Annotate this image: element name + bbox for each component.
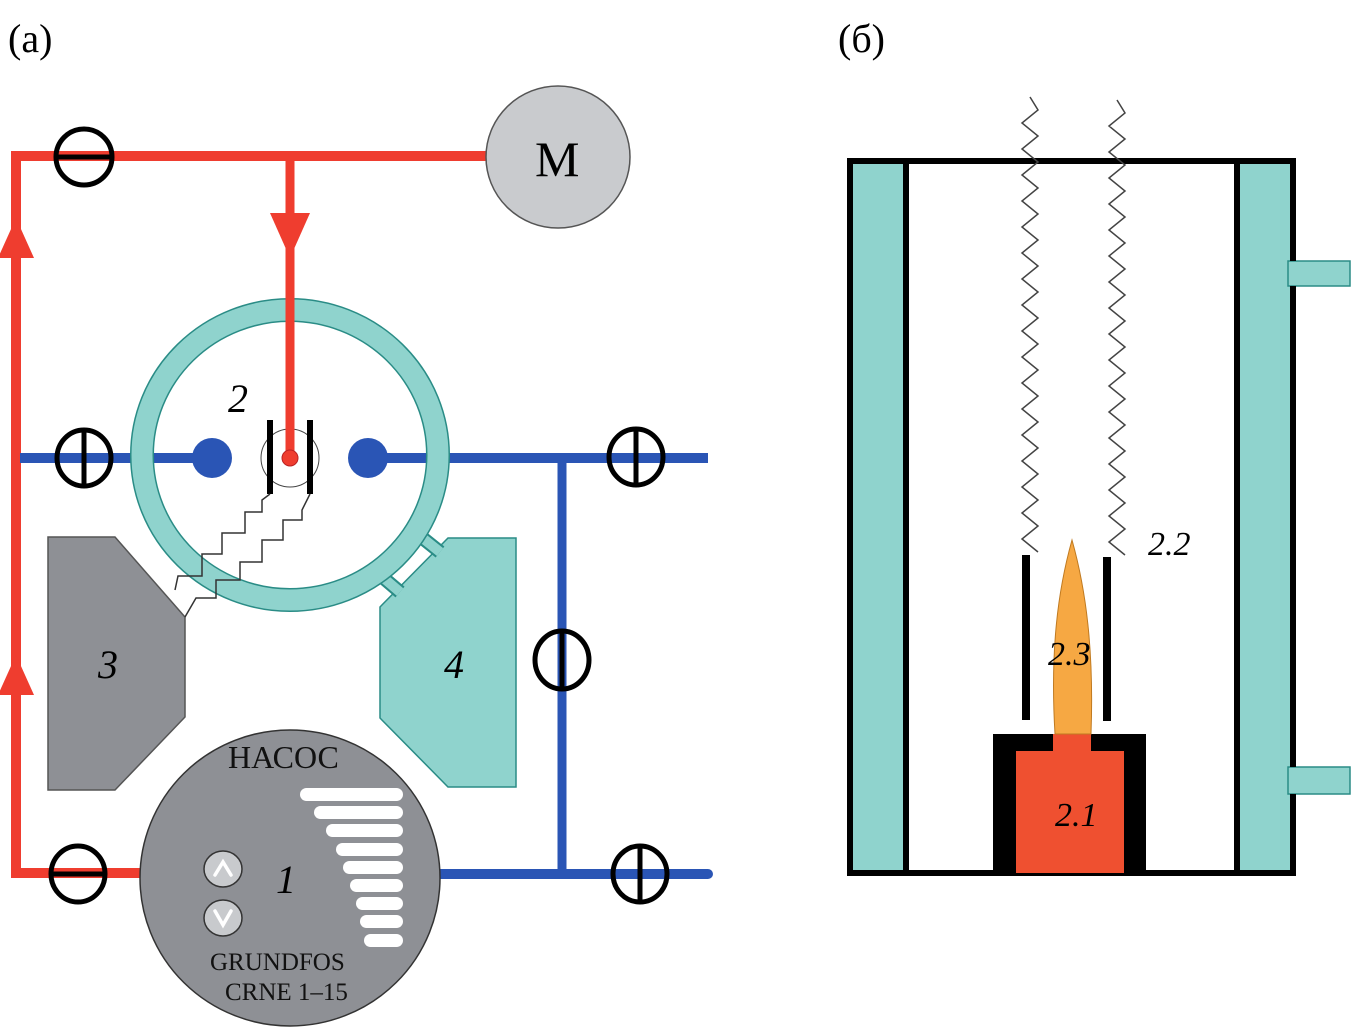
block-4-label: 4 [444,642,464,687]
heating-coil-right [1107,99,1127,556]
heater-label: 2 [228,376,248,421]
motor [485,85,631,229]
scale-bar [336,843,403,856]
heating-coil-left [1020,96,1040,553]
panel-b-label: (б) [838,16,885,61]
valve-closed [48,843,108,905]
pump-1: НАСОС 1 GRUNDFOS CRNE 1–15 [139,729,441,1027]
wall-right [1237,161,1293,873]
scale-bar [360,915,403,928]
scale-bar [350,879,403,892]
valve-open [54,427,114,489]
flame [1053,538,1093,735]
pump-scale [300,788,403,947]
scale-bar [356,897,403,910]
label-2-2: 2.2 [1148,526,1191,563]
pump-up-button[interactable] [203,850,243,888]
wire-left [174,493,271,591]
wall-left [850,161,906,873]
label-2-3: 2.3 [1048,636,1091,673]
valve-open [532,628,592,692]
heater-2: 2 [130,156,450,618]
chevron-down-icon [213,909,233,929]
valve-open [610,843,670,905]
scale-bar [314,806,403,819]
inlet-pipe [1287,766,1351,795]
outlet-pipe [1287,260,1351,287]
arrow-up-icon [0,218,34,258]
panel-a-label: (a) [8,16,52,61]
valve-open [606,426,666,488]
pump-model: CRNE 1–15 [225,979,348,1006]
block-3 [47,536,186,791]
pump-body [139,729,441,1027]
pump-brand: GRUNDFOS [210,949,345,976]
pump-down-button[interactable] [203,899,243,937]
scale-bar [326,824,403,837]
furnace: 2.3 2.1 2.2 [847,96,1351,876]
arrow-up-icon [0,655,34,695]
hot-port [281,449,299,467]
tube-wall-left [1022,555,1030,720]
cold-port-right [348,438,388,478]
scale-bar [300,788,403,801]
scale-bar [343,861,403,874]
cold-port-left [192,438,232,478]
pump-number: 1 [276,857,296,902]
crucible [1016,751,1124,873]
label-2-1: 2.1 [1055,797,1098,834]
valve-closed [53,126,115,188]
valves [48,126,670,905]
scale-bar [364,934,403,947]
pump-title: НАСОС [228,739,339,775]
motor-label: M [535,131,579,187]
block-3-label: 3 [97,642,118,687]
block-4 [379,537,517,788]
tube-wall-right [1103,557,1111,721]
wire-right [184,493,311,618]
chevron-up-icon [213,858,233,877]
